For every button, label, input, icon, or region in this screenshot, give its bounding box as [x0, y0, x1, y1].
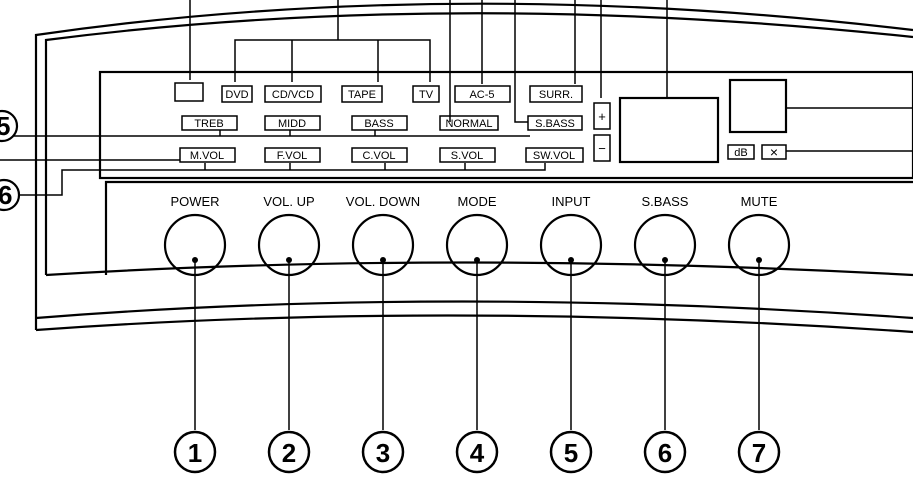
seg-cvol: C.VOL	[362, 150, 395, 162]
display-row-1: DVD CD/VCD TAPE TV AC-5 SURR.	[174, 82, 583, 103]
callout-circle-5	[549, 430, 593, 474]
seg-surr: SURR.	[539, 89, 573, 101]
display-window	[98, 70, 913, 180]
seg-bass: BASS	[364, 118, 393, 130]
callout-5-left: 5	[0, 109, 19, 143]
callout-circle-7	[737, 430, 781, 474]
seg-swvol: SW.VOL	[533, 150, 575, 162]
leader-dot-3	[380, 257, 386, 263]
seg-svol: S.VOL	[451, 150, 483, 162]
digit-window-main	[618, 96, 720, 164]
top-leaders	[189, 0, 913, 152]
seg-cdvcd: CD/VCD	[272, 89, 314, 101]
s-bass-button-label: S.BASS	[642, 194, 689, 209]
button-panel	[104, 180, 913, 275]
callout-number-1: 1	[188, 438, 202, 468]
mute-button-label: MUTE	[741, 194, 778, 209]
leader-dot-7	[756, 257, 762, 263]
vol-up-button-label: VOL. UP	[263, 194, 314, 209]
leader-dot-5	[568, 257, 574, 263]
housing-outer	[34, 2, 913, 330]
leader-dot-6	[662, 257, 668, 263]
svg-text:5: 5	[0, 111, 10, 141]
seg-midd: MIDD	[278, 118, 306, 130]
callout-number-2: 2	[282, 438, 296, 468]
plus-sign: +	[598, 109, 606, 124]
callout-circle-3	[361, 430, 405, 474]
housing-bottom-inner	[35, 300, 913, 320]
callout-number-7: 7	[752, 438, 766, 468]
mode-button-label: MODE	[458, 194, 497, 209]
power-button-label: POWER	[170, 194, 219, 209]
side-leaders	[0, 130, 546, 196]
svg-text:6: 6	[0, 180, 12, 210]
callout-number-3: 3	[376, 438, 390, 468]
seg-treb: TREB	[194, 118, 223, 130]
buttons-layer: POWER 1 VOL. UP 2 VOL. DOWN 3 MODE 4 INPUT 5 S.BAS…	[163, 194, 791, 474]
seg-ac5: AC-5	[469, 89, 494, 101]
seg-tv: TV	[419, 89, 434, 101]
callout-number-5: 5	[564, 438, 578, 468]
input-button-label: INPUT	[552, 194, 591, 209]
callout-circle-2	[267, 430, 311, 474]
callout-6-left: 6	[0, 178, 21, 212]
seg-dvd: DVD	[225, 89, 248, 101]
callout-circle-4	[455, 430, 499, 474]
seg-mvol: M.VOL	[190, 150, 224, 162]
level-indicator: + −	[593, 102, 611, 162]
seg-tape: TAPE	[348, 89, 376, 101]
callout-number-4: 4	[470, 438, 485, 468]
minus-sign: −	[598, 141, 606, 156]
housing-inner	[44, 12, 913, 275]
blank-segment	[174, 82, 204, 102]
callout-circle-1	[173, 430, 217, 474]
vol-down-button-label: VOL. DOWN	[346, 194, 420, 209]
housing-lower-curve	[45, 261, 913, 277]
housing-bottom-outer	[35, 314, 913, 334]
mute-x-icon: ×	[770, 144, 778, 160]
seg-sbass: S.BASS	[535, 118, 575, 130]
display-row-3: M.VOL F.VOL C.VOL S.VOL SW.VOL	[179, 147, 584, 163]
digit-window-right	[728, 78, 788, 134]
seg-db: dB	[734, 147, 747, 159]
seg-normal: NORMAL	[445, 118, 492, 130]
display-row-2: TREB MIDD BASS NORMAL S.BASS	[181, 115, 583, 131]
leader-dot-1	[192, 257, 198, 263]
leader-dot-4	[474, 257, 480, 263]
leader-dot-2	[286, 257, 292, 263]
seg-fvol: F.VOL	[277, 150, 308, 162]
callout-number-6: 6	[658, 438, 672, 468]
callout-circle-6	[643, 430, 687, 474]
